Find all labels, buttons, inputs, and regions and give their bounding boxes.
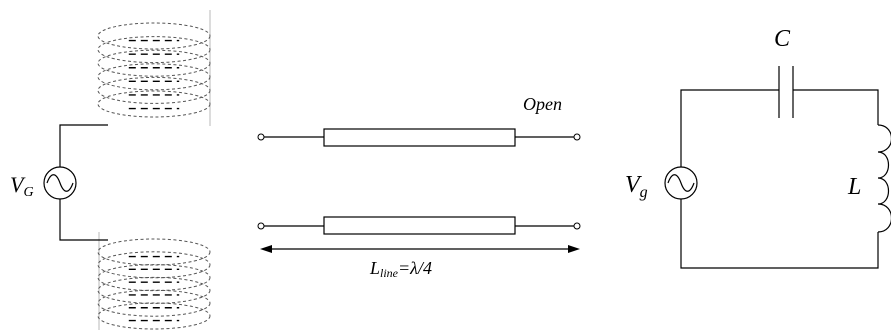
line-length-arrow: [260, 245, 580, 253]
solenoid-ac-source: [43, 166, 77, 200]
top-solenoid-turns: [97, 22, 211, 118]
lower-conductor: [257, 216, 581, 235]
line-length-label: Lline=λ/4: [369, 258, 432, 280]
upper-line-segment: [323, 128, 516, 147]
length-arrow-left-head: [260, 245, 272, 253]
upper-right-terminal: [573, 133, 581, 141]
lower-line-segment: [323, 216, 516, 235]
solenoid-source-label: VG: [10, 172, 34, 200]
inductor: [877, 124, 891, 233]
inductor-label: L: [847, 174, 861, 200]
open-label: Open: [523, 94, 562, 114]
length-arrow-right-head: [568, 245, 580, 253]
lower-left-terminal: [257, 222, 265, 230]
sine-wave-icon: [46, 174, 74, 192]
lc-circuit-section: C L Vg: [625, 26, 891, 269]
bottom-solenoid-turn: [97, 264, 211, 292]
top-solenoid-turn: [97, 90, 211, 118]
ac-source-circle: [43, 166, 77, 200]
solenoid-section: VG: [10, 10, 211, 330]
lc-ac-source: [664, 166, 698, 200]
bottom-solenoid-turn: [97, 289, 211, 317]
upper-conductor: [257, 128, 581, 147]
bottom-solenoid-turn: [97, 276, 211, 304]
capacitor-label: C: [774, 26, 791, 52]
top-solenoid-turn: [97, 36, 211, 64]
top-solenoid-turn: [97, 76, 211, 104]
upper-left-terminal: [257, 133, 265, 141]
bottom-solenoid-turn: [97, 302, 211, 330]
top-solenoid-turn: [97, 63, 211, 91]
top-solenoid-wire: [59, 124, 108, 167]
lc-top-left-wire: [680, 89, 779, 167]
lc-top-right-wire: [793, 89, 879, 125]
top-solenoid-coil: [97, 10, 211, 126]
bottom-solenoid-turn: [97, 238, 211, 266]
lower-right-terminal: [573, 222, 581, 230]
transmission-line-section: Open Lline=λ/4: [257, 94, 581, 280]
lc-ac-source-circle: [664, 166, 698, 200]
top-solenoid-turn: [97, 49, 211, 77]
bottom-solenoid-wire: [59, 199, 108, 241]
bottom-solenoid-coil: [97, 232, 211, 330]
top-solenoid-turn: [97, 22, 211, 50]
lc-sine-wave-icon: [667, 174, 695, 192]
lc-source-label: Vg: [625, 172, 648, 201]
lc-bottom-wire: [680, 199, 879, 269]
capacitor: [778, 66, 794, 118]
bottom-solenoid-turn: [97, 251, 211, 279]
bottom-solenoid-turns: [97, 238, 211, 330]
inductor-coil: [877, 124, 891, 233]
